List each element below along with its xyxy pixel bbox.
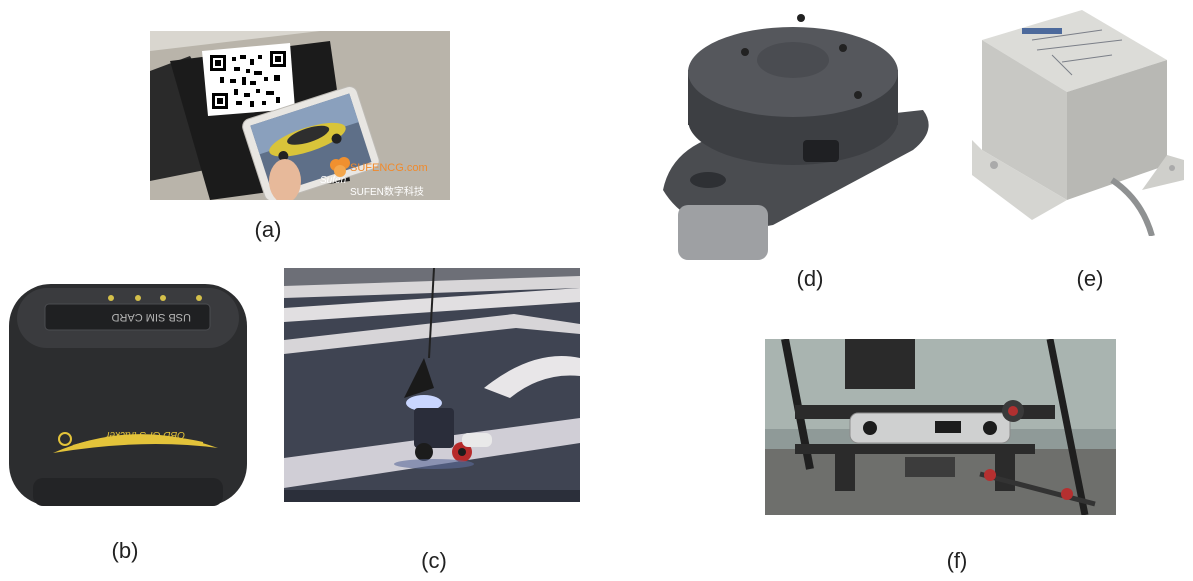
photo-d-lidar — [653, 0, 936, 266]
watermark-site: SUFENCG.com — [350, 162, 428, 174]
label-b: (b) — [111, 538, 139, 563]
photo-a-ar-tablet-qr: SUFENCG.com Sufen SUFEN数字科技 — [150, 31, 450, 200]
label-e: (e) — [1076, 266, 1104, 291]
photo-b-image: USB SIM CARD OBD GPS tracker — [3, 278, 253, 513]
photo-f-drone-stereo-camera — [765, 339, 1116, 515]
photo-d-image — [653, 0, 936, 266]
logo-text: OBD GPS tracker — [105, 429, 185, 440]
port-label: USB SIM CARD — [111, 311, 191, 323]
watermark-brand: Sufen — [320, 175, 347, 186]
photo-e-imu-module — [972, 0, 1184, 236]
photo-e-image — [972, 0, 1184, 236]
photo-a-image: SUFENCG.com Sufen SUFEN数字科技 — [150, 31, 450, 200]
label-a: (a) — [254, 217, 282, 242]
photo-c-robot-car-track — [284, 268, 580, 502]
photo-b-obd-gps-tracker: USB SIM CARD OBD GPS tracker — [3, 278, 253, 513]
photo-f-image — [765, 339, 1116, 515]
label-d: (d) — [796, 266, 824, 291]
photo-c-image — [284, 268, 580, 502]
watermark-caption: SUFEN数字科技 — [350, 185, 424, 198]
label-c: (c) — [421, 548, 447, 573]
label-f: (f) — [946, 548, 968, 573]
